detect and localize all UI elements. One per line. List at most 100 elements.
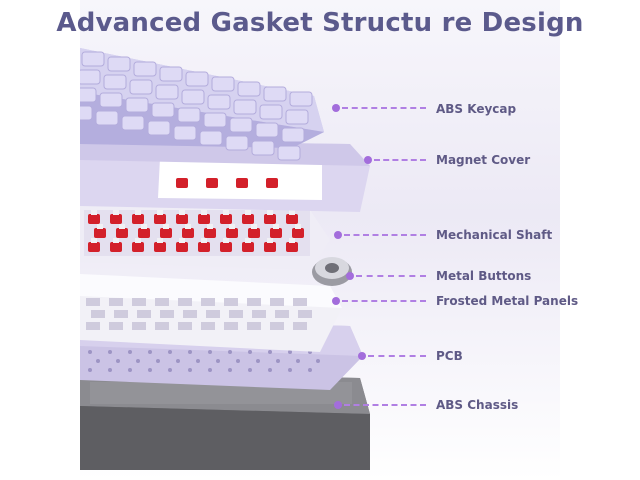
- switch-stem: [223, 210, 229, 215]
- switch: [110, 242, 122, 252]
- panel-cutout: [160, 310, 174, 318]
- switch-stem: [207, 224, 213, 229]
- switch: [236, 178, 248, 188]
- keycap: [151, 102, 175, 118]
- pcb-hole: [156, 359, 160, 363]
- frosted-metal-panel-layer: [80, 274, 342, 352]
- callout-dot: [332, 297, 340, 305]
- switch-stem: [289, 238, 295, 243]
- panel-cutout: [224, 322, 238, 330]
- switch: [110, 214, 122, 224]
- switch: [182, 228, 194, 238]
- pcb-hole: [288, 368, 292, 372]
- layer-label: Metal Buttons: [436, 269, 532, 283]
- keycap: [211, 76, 235, 92]
- keycap: [81, 51, 105, 67]
- layer-label: Mechanical Shaft: [436, 228, 553, 242]
- product-illustration: [80, 0, 560, 480]
- switch: [94, 228, 106, 238]
- pcb-hole: [248, 368, 252, 372]
- panel-cutout: [183, 310, 197, 318]
- switch: [198, 214, 210, 224]
- keycap: [225, 135, 249, 151]
- panel-cutout: [178, 322, 192, 330]
- keycap: [229, 117, 253, 133]
- keycap: [277, 145, 301, 161]
- switch: [176, 214, 188, 224]
- panel-cutout: [252, 310, 266, 318]
- panel-cutout: [206, 310, 220, 318]
- switch: [176, 178, 188, 188]
- keycap: [129, 79, 153, 95]
- keycap: [263, 86, 287, 102]
- panel-cutout: [132, 298, 146, 306]
- switch: [286, 214, 298, 224]
- switch: [132, 214, 144, 224]
- pcb-hole: [108, 368, 112, 372]
- layer-label: Frosted Metal Panels: [436, 294, 579, 308]
- switch-stem: [201, 238, 207, 243]
- layer-label: Magnet Cover: [436, 153, 531, 167]
- switch-stem: [289, 210, 295, 215]
- panel-cutout: [224, 298, 238, 306]
- panel-cutout: [155, 322, 169, 330]
- pcb-hole: [88, 368, 92, 372]
- switch: [132, 242, 144, 252]
- switch: [160, 228, 172, 238]
- pcb-hole: [228, 350, 232, 354]
- pcb-hole: [128, 368, 132, 372]
- panel-cutout: [86, 298, 100, 306]
- switch-stem: [267, 238, 273, 243]
- switch-stem: [267, 210, 273, 215]
- switch-stem: [119, 224, 125, 229]
- pcb-hole: [316, 359, 320, 363]
- switch: [286, 242, 298, 252]
- pcb-hole: [168, 350, 172, 354]
- panel-cutout: [109, 298, 123, 306]
- switch: [226, 228, 238, 238]
- callout-leader-line: [356, 275, 426, 277]
- switch-stem: [201, 210, 207, 215]
- keycap: [233, 99, 257, 115]
- panel-cutout: [86, 322, 100, 330]
- switch-stem: [135, 210, 141, 215]
- switch-stem: [163, 224, 169, 229]
- keycap: [147, 120, 171, 136]
- pcb-hole: [248, 350, 252, 354]
- metal-button-knob: [312, 257, 352, 286]
- panel-cutout: [155, 298, 169, 306]
- keycap: [125, 97, 149, 113]
- callout-leader-line: [368, 355, 426, 357]
- panel-cutout: [298, 310, 312, 318]
- keycap: [99, 92, 123, 108]
- layer-label: ABS Keycap: [436, 102, 517, 116]
- mechanical-shaft-layer: [80, 200, 330, 270]
- pcb-hole: [88, 350, 92, 354]
- panel-cutout: [137, 310, 151, 318]
- switch: [198, 242, 210, 252]
- pcb-hole: [208, 368, 212, 372]
- switch-stem: [113, 210, 119, 215]
- keycap: [159, 66, 183, 82]
- pcb-hole: [188, 350, 192, 354]
- panel-cutout: [275, 310, 289, 318]
- switch: [264, 242, 276, 252]
- switch: [242, 242, 254, 252]
- switch: [292, 228, 304, 238]
- panel-cutout: [114, 310, 128, 318]
- pcb-hole: [216, 359, 220, 363]
- switch-stem: [91, 210, 97, 215]
- switch-stem: [179, 210, 185, 215]
- switch: [116, 228, 128, 238]
- switch-stem: [185, 224, 191, 229]
- switch-stem: [157, 210, 163, 215]
- keycap: [237, 81, 261, 97]
- switch: [242, 214, 254, 224]
- switch: [154, 214, 166, 224]
- keycap: [95, 110, 119, 126]
- pcb-hole: [188, 368, 192, 372]
- keycap: [181, 89, 205, 105]
- pcb-hole: [256, 359, 260, 363]
- callout-leader-line: [342, 300, 426, 302]
- switch: [176, 242, 188, 252]
